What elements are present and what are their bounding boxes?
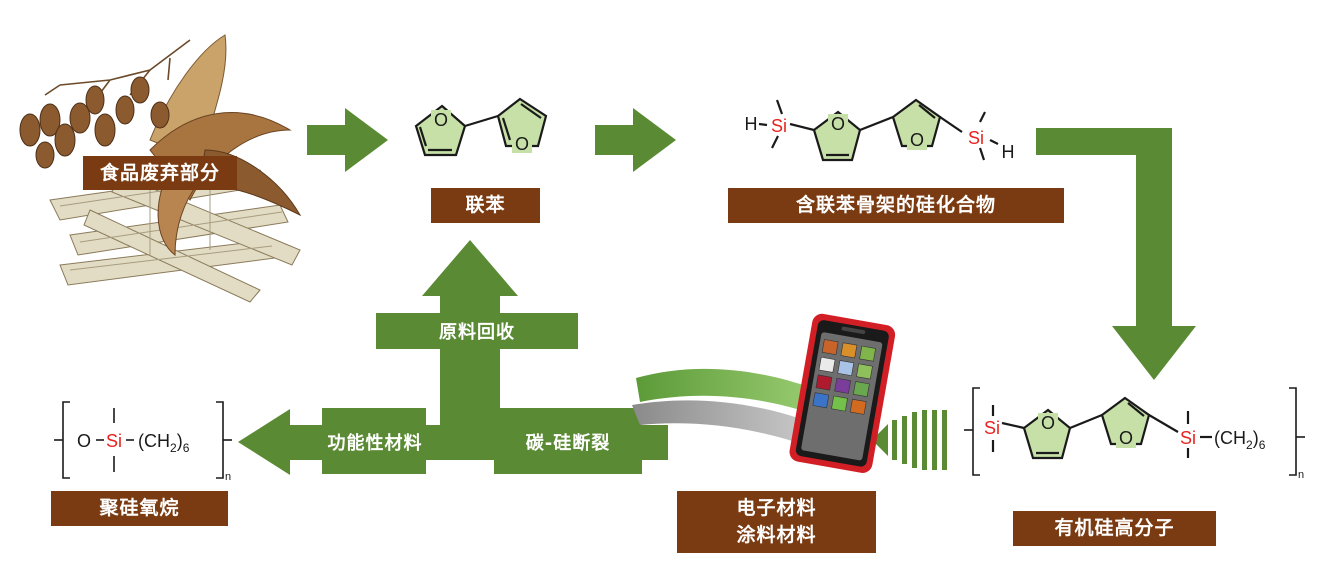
organosilicon-polymer-structure: O O Si Si (CH2)6 n (964, 387, 1305, 481)
electronics-label-line2: 涂料材料 (736, 524, 817, 546)
electronics-label: 电子材料 涂料材料 (677, 491, 876, 553)
functional-material-label: 功能性材料 (327, 433, 423, 454)
coating-sheet (632, 368, 830, 455)
silicon-compound-label: 含联苯骨架的硅化合物 (728, 188, 1064, 223)
bifuran-o2: O (515, 134, 529, 154)
svg-text:O: O (831, 114, 845, 134)
svg-text:O: O (910, 130, 924, 150)
smartphone (789, 313, 896, 473)
electronics-label-line1: 电子材料 (736, 497, 817, 519)
svg-text:Si: Si (1180, 428, 1196, 448)
raw-recovery-label: 原料回收 (439, 322, 515, 343)
food-waste-label: 食品废弃部分 (83, 156, 237, 190)
silicon-right: Si (968, 128, 984, 148)
silyl-bifuran-structure: O O Si H Si H (745, 98, 1015, 162)
organosilicon-polymer-label: 有机硅高分子 (1013, 511, 1216, 546)
arrow-bifuran-to-silicon (595, 108, 676, 172)
bifuran-o1: O (434, 110, 448, 130)
silicon-left: Si (771, 116, 787, 136)
bifuran-label: 联苯 (431, 188, 540, 223)
svg-text:O: O (1119, 428, 1133, 448)
svg-text:(CH2)6: (CH2)6 (138, 431, 190, 455)
cleavage-box (494, 408, 642, 474)
svg-text:Si: Si (106, 431, 122, 451)
hydrogen-right: H (1002, 142, 1015, 162)
svg-text:n: n (225, 471, 231, 483)
arrow-silicon-to-polymer (1036, 128, 1196, 380)
hydrogen-left: H (745, 114, 758, 134)
svg-text:Si: Si (984, 418, 1000, 438)
functional-material-box (322, 408, 426, 474)
cleavage-label: 碳-硅断裂 (525, 433, 611, 454)
svg-text:O: O (1041, 413, 1055, 433)
bifuran-structure (414, 97, 548, 157)
polysiloxane-label: 聚硅氧烷 (51, 491, 228, 526)
striped-arrow (872, 410, 947, 470)
arrow-waste-to-bifuran (307, 108, 388, 172)
raw-recovery-box (376, 313, 578, 349)
svg-text:n: n (1298, 469, 1304, 481)
svg-text:O: O (77, 431, 91, 451)
svg-text:(CH2)6: (CH2)6 (1214, 428, 1266, 452)
polysiloxane-structure: O Si (CH2)6 n (54, 401, 232, 483)
